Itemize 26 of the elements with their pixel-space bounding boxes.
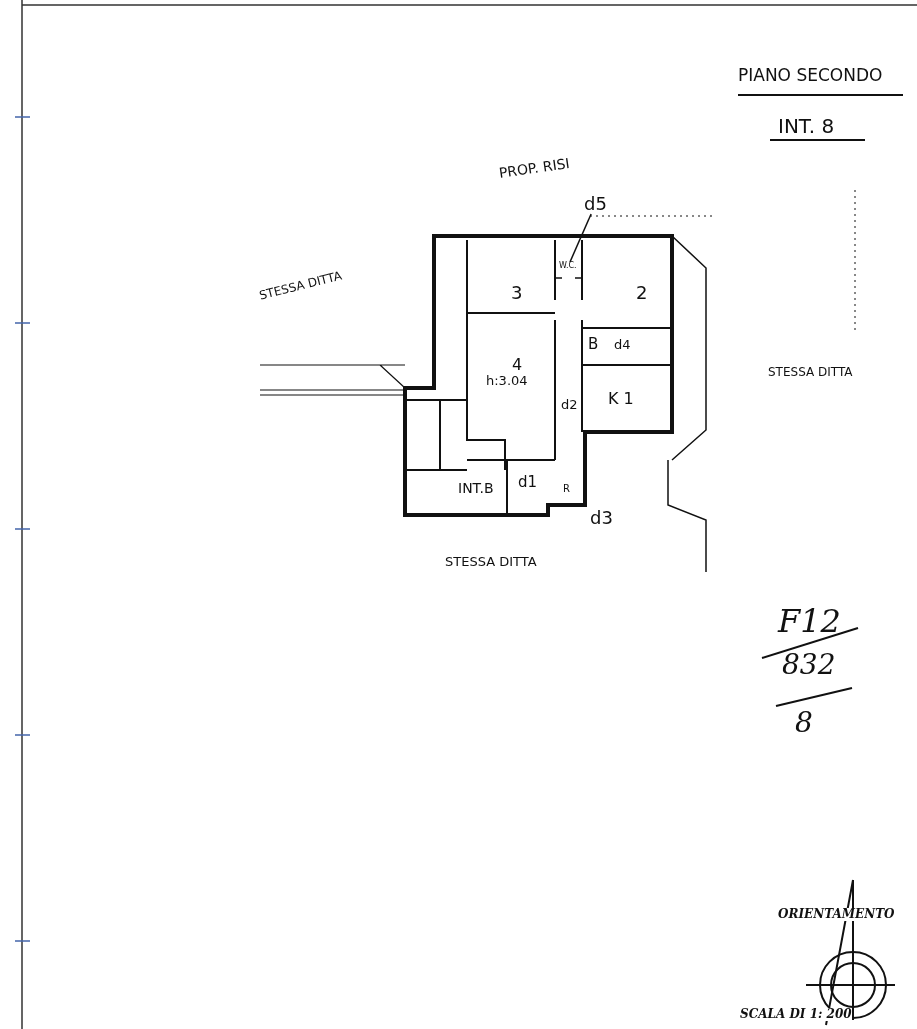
annotation: d2	[561, 398, 578, 413]
room-label: K 1	[608, 390, 634, 408]
scale-label: SCALA DI 1: 200	[740, 1008, 852, 1022]
neighbour-label: STESSA DITTA	[258, 269, 344, 303]
annotation: d5	[584, 194, 607, 214]
annotation: W.C.	[559, 262, 577, 271]
neighbour-label: STESSA DITTA	[445, 555, 537, 570]
room-label: d4	[614, 338, 631, 353]
annotation: d3	[590, 508, 613, 528]
unit-label: INT. 8	[778, 115, 835, 137]
room-label: B	[588, 336, 599, 353]
annotation: R	[563, 483, 570, 494]
subunit-number: 8	[795, 708, 813, 739]
room-number: 4	[512, 356, 523, 374]
room-number: 2	[636, 283, 648, 303]
plan-title: PIANO SECONDO	[738, 66, 883, 85]
height-label: h:3.04	[486, 374, 528, 389]
leader-line	[569, 213, 592, 263]
annotation: d1	[518, 474, 538, 491]
room-number: 3	[511, 283, 523, 303]
neighbour-label: PROP. RISI	[498, 156, 571, 182]
neighbour-label: STESSA DITTA	[768, 366, 853, 380]
unit-label: INT.B	[458, 481, 494, 497]
sheet-number: F12	[778, 604, 841, 640]
compass-caption: ORIENTAMENTO	[778, 908, 895, 922]
parcel-number: 832	[782, 650, 836, 681]
